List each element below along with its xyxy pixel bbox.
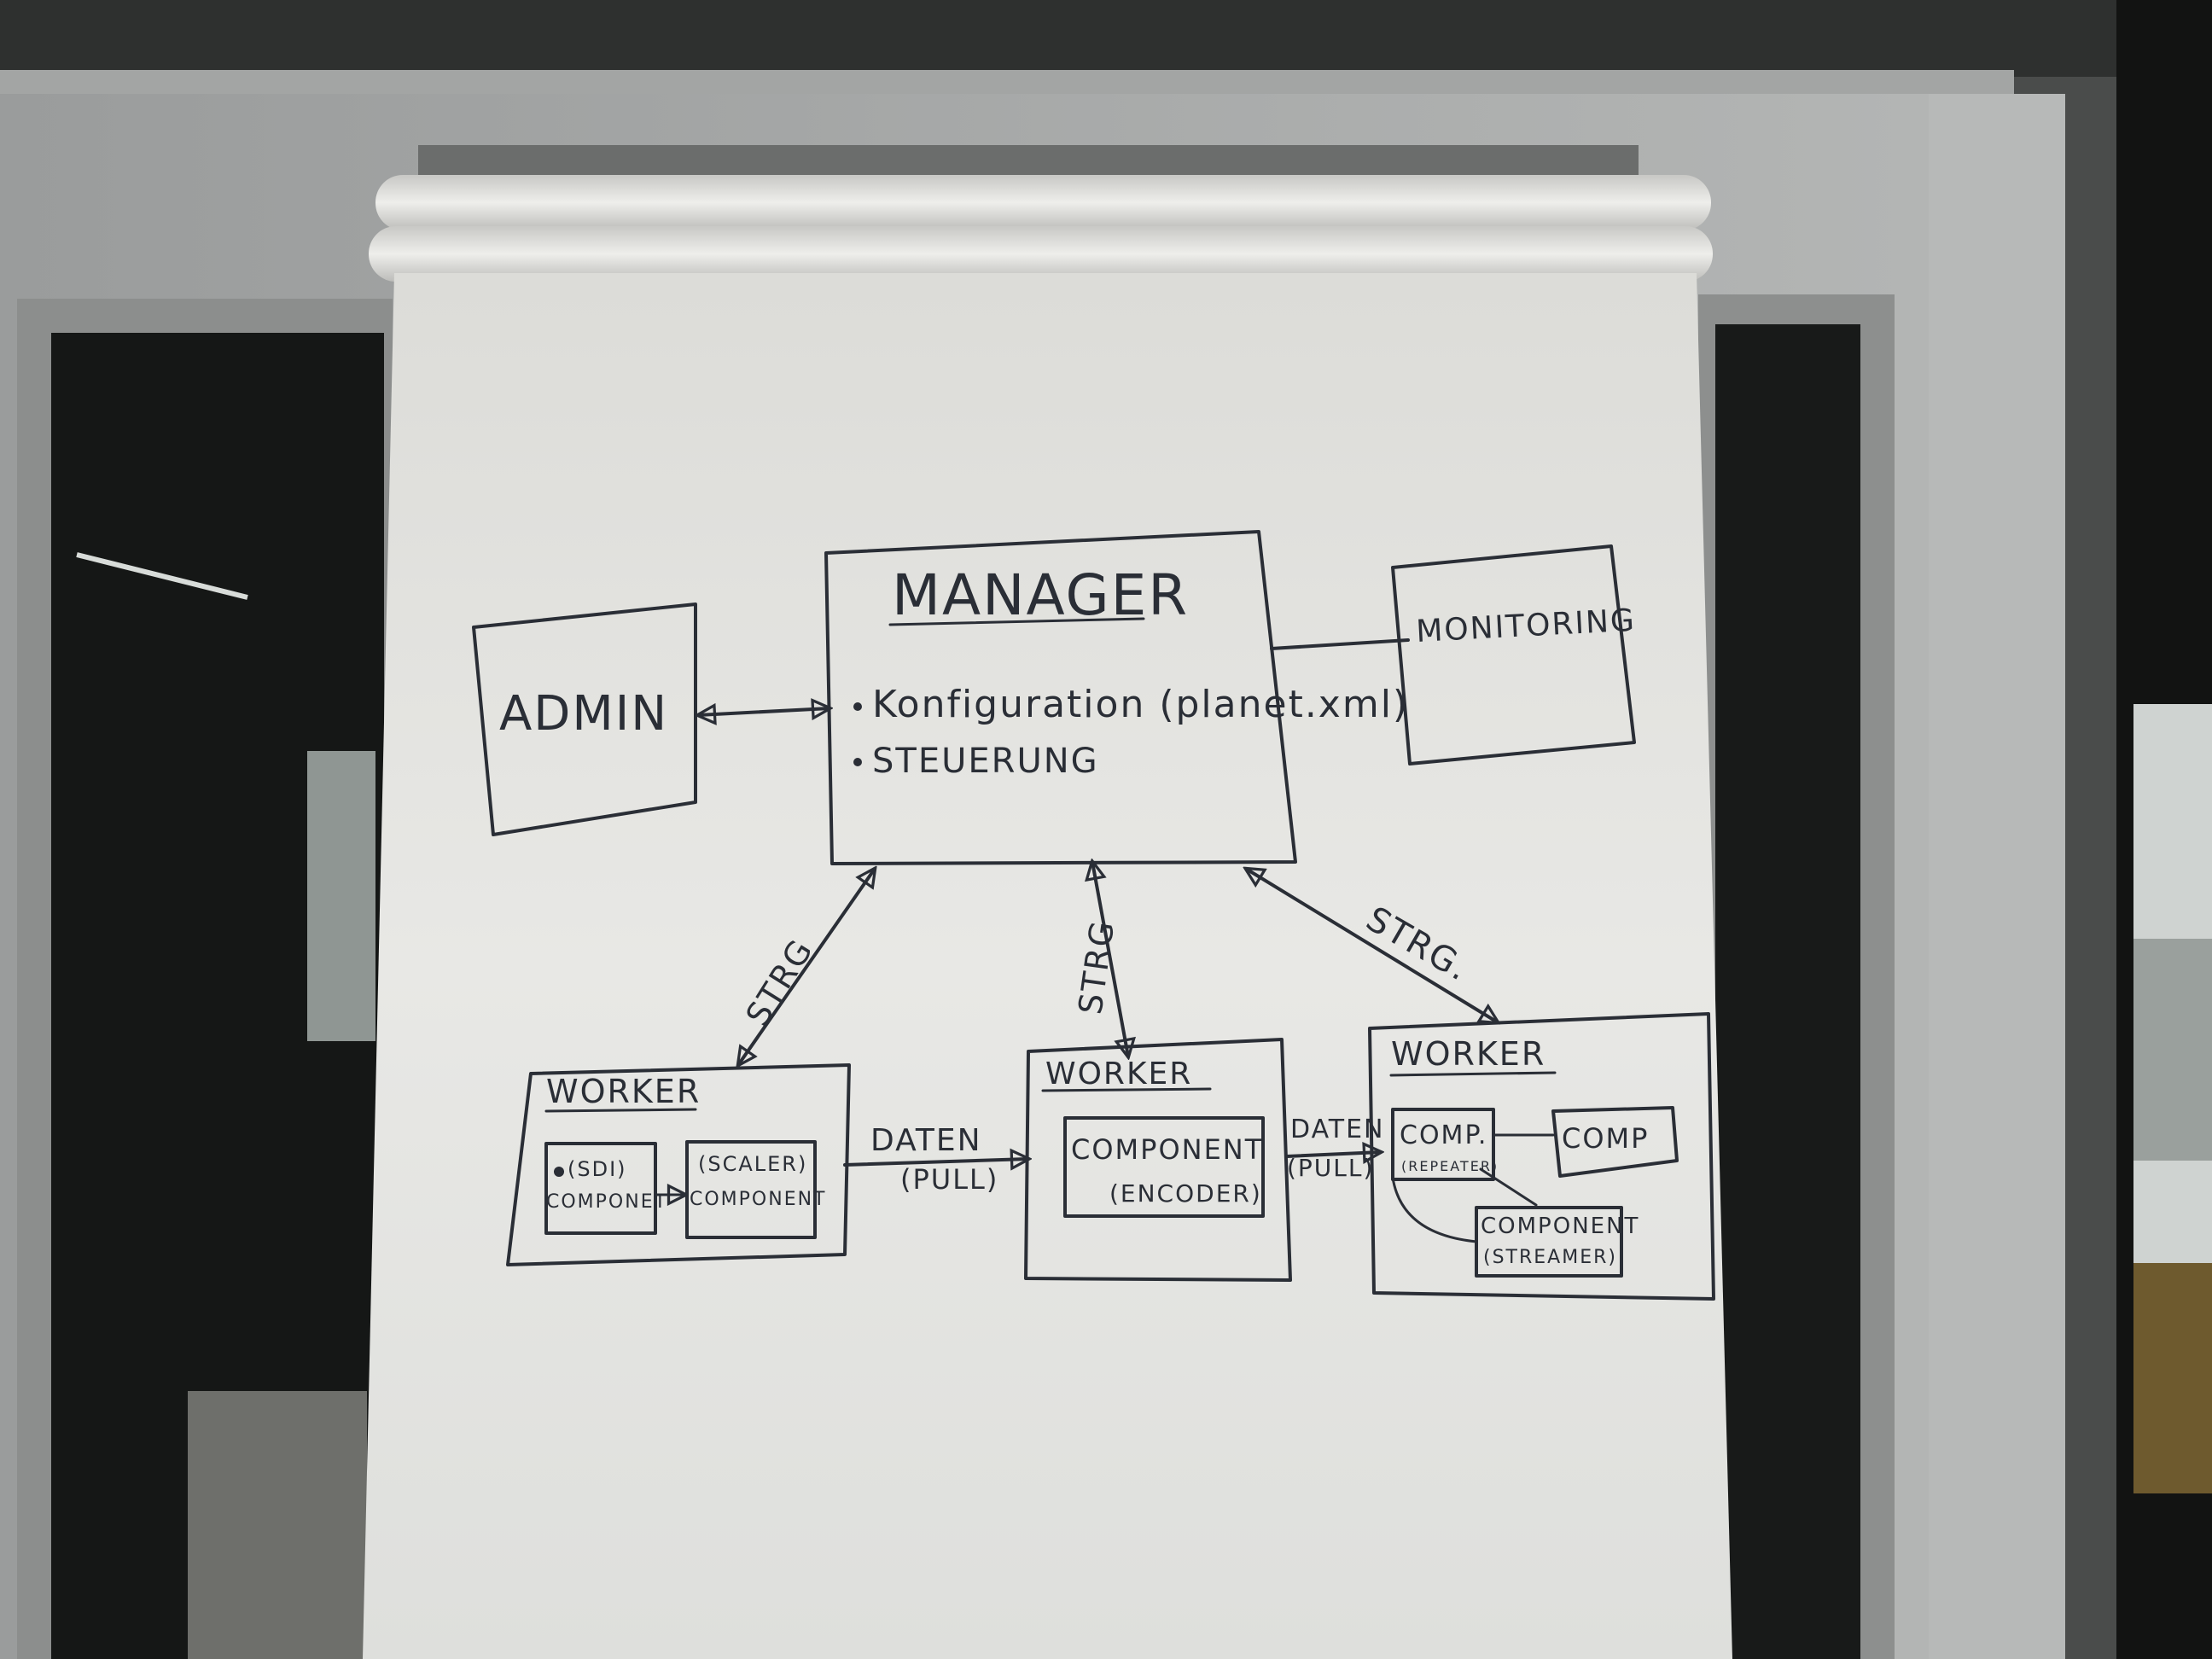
manager-box bbox=[824, 530, 1297, 865]
ceiling-light-reflection bbox=[76, 552, 248, 600]
ceiling-area bbox=[0, 0, 2212, 77]
admin-label: ADMIN bbox=[499, 686, 668, 742]
daten-2-line2: (PULL) bbox=[1287, 1154, 1374, 1182]
paper-roll-bottom bbox=[369, 226, 1713, 282]
worker-middle-node: WORKER COMPONENT (ENCODER) bbox=[1024, 1038, 1292, 1282]
worker-left-component-sdi-line2: COMPONET bbox=[546, 1191, 667, 1213]
manager-bullet-2: STEUERUNG bbox=[872, 742, 1099, 781]
paper-roll-top bbox=[375, 175, 1711, 230]
strg-middle-arrow bbox=[1092, 862, 1128, 1057]
monitoring-box bbox=[1391, 544, 1636, 765]
daten-2-edge: DATEN (PULL) bbox=[1285, 1115, 1385, 1182]
worker-middle-component-line2: (ENCODER) bbox=[1109, 1179, 1262, 1208]
right-wall-strip bbox=[1929, 94, 2065, 1659]
manager-title: MANAGER bbox=[892, 562, 1189, 628]
daten-2-arrow bbox=[1285, 1152, 1381, 1156]
paper-sheet bbox=[363, 273, 1732, 1659]
manager-bullet-1: Konfiguration (planet.xml) bbox=[872, 683, 1409, 726]
left-window-light bbox=[307, 751, 375, 1041]
far-right-lake bbox=[2133, 939, 2212, 1161]
worker-right-title: WORKER bbox=[1391, 1035, 1545, 1073]
left-sofa bbox=[188, 1391, 367, 1659]
worker-middle-title: WORKER bbox=[1045, 1057, 1192, 1091]
repeater-to-streamer-loop bbox=[1391, 1176, 1478, 1243]
worker-right-component-repeater-line2: (REPEATER) bbox=[1401, 1158, 1499, 1174]
daten-1-line2: (PULL) bbox=[900, 1163, 998, 1196]
worker-left-component-sdi bbox=[544, 1142, 657, 1235]
flipchart bbox=[363, 145, 1732, 1659]
worker-left-box bbox=[506, 1063, 851, 1266]
sdi-input-dot bbox=[554, 1167, 564, 1177]
repeater-to-streamer-link bbox=[1479, 1167, 1538, 1207]
worker-right-title-underline bbox=[1389, 1071, 1557, 1077]
admin-node: ADMIN bbox=[472, 602, 697, 836]
daten-1-line1: DATEN bbox=[870, 1123, 982, 1158]
worker-right-component-comp bbox=[1551, 1106, 1679, 1178]
strg-left-arrow bbox=[738, 869, 875, 1065]
worker-left-component-sdi-line1: (SDI) bbox=[568, 1157, 627, 1181]
worker-left-component-scaler-line1: (SCALER) bbox=[698, 1152, 807, 1176]
worker-right-component-comp-label: COMP bbox=[1562, 1122, 1649, 1155]
daten-2-line1: DATEN bbox=[1290, 1115, 1385, 1144]
worker-right-component-streamer-line1: COMPONENT bbox=[1481, 1214, 1639, 1239]
worker-left-node: WORKER (SDI) COMPONET (SCALER) COMPONENT bbox=[506, 1063, 851, 1266]
right-door-glass bbox=[1715, 324, 1860, 1659]
manager-bullet-2-dot bbox=[853, 758, 862, 766]
worker-right-component-streamer-line2: (STREAMER) bbox=[1483, 1247, 1617, 1268]
daten-1-arrow bbox=[843, 1159, 1028, 1165]
worker-right-node: WORKER COMP. (REPEATER) COMP COMPONENT (… bbox=[1368, 1012, 1715, 1301]
manager-bullet-1-dot bbox=[853, 702, 862, 711]
admin-manager-arrow bbox=[698, 708, 830, 715]
manager-monitoring-link bbox=[1270, 638, 1410, 650]
worker-right-box bbox=[1368, 1012, 1715, 1301]
worker-middle-component-line1: COMPONENT bbox=[1071, 1133, 1263, 1166]
worker-left-title-underline bbox=[544, 1108, 697, 1113]
far-right-shelf bbox=[2133, 1263, 2212, 1493]
worker-middle-title-underline bbox=[1041, 1087, 1212, 1092]
worker-middle-box bbox=[1024, 1038, 1292, 1282]
manager-node: MANAGER Konfiguration (planet.xml) STEUE… bbox=[824, 530, 1409, 865]
worker-left-component-scaler-line2: COMPONENT bbox=[690, 1189, 827, 1210]
worker-right-component-repeater bbox=[1391, 1108, 1495, 1181]
worker-right-component-repeater-line1: COMP. bbox=[1400, 1121, 1487, 1150]
worker-left-title: WORKER bbox=[546, 1073, 701, 1110]
daten-1-edge: DATEN (PULL) bbox=[843, 1123, 1028, 1196]
manager-title-underline bbox=[888, 617, 1145, 626]
admin-box bbox=[472, 602, 697, 836]
strg-right-arrow bbox=[1246, 869, 1498, 1022]
worker-middle-component-encoder bbox=[1063, 1116, 1265, 1218]
